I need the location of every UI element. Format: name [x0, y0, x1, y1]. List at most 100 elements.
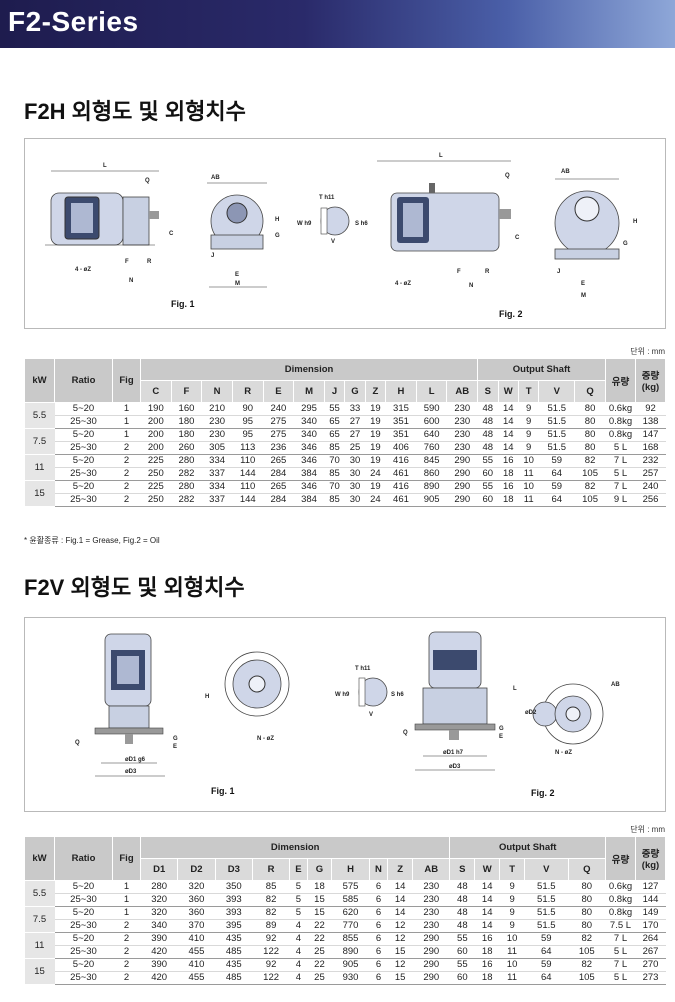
dim-cell-n: 230 [201, 428, 233, 442]
dim-cell-d3: 350 [215, 880, 253, 894]
dim-cell-m: 384 [293, 493, 325, 507]
oil-cell: 7 L [605, 958, 636, 972]
dim-cell-d2: 360 [177, 906, 216, 920]
fig-cell: 1 [112, 428, 141, 442]
dim-label-n2: N [469, 283, 473, 289]
dim-label-e2: E [581, 281, 585, 287]
kw-cell: 7.5 [24, 428, 55, 455]
shaft-cell-t: 9 [518, 441, 539, 455]
dim-cell-l: 905 [416, 493, 447, 507]
dim-cell-d3: 393 [215, 906, 253, 920]
dim-cell-f: 282 [171, 467, 202, 481]
dim-cell-f: 180 [171, 415, 202, 429]
dim-cell-m: 340 [293, 428, 325, 442]
ratio-cell: 5~20 [54, 932, 113, 946]
dim-cell-z: 19 [365, 428, 386, 442]
shaft-cell-s: 48 [477, 402, 499, 416]
dim-cell-z: 12 [387, 919, 413, 933]
col-d3: D3 [214, 858, 253, 881]
dim-cell-d3: 435 [215, 932, 253, 946]
shaft-cell-v: 64 [524, 945, 569, 959]
dim-cell-ab: 290 [446, 480, 478, 494]
dim-cell-c: 200 [140, 441, 172, 455]
dim-cell-z: 19 [365, 480, 386, 494]
dim-cell-h: 406 [385, 441, 417, 455]
fig-cell: 2 [112, 958, 141, 972]
oil-cell: 9 L [605, 493, 636, 507]
weight-cell: 149 [635, 906, 666, 920]
shaft-cell-v: 51.5 [524, 880, 569, 894]
col-fig: Fig [112, 836, 141, 881]
dim-cell-ab: 230 [446, 402, 478, 416]
shaft-cell-s: 48 [449, 880, 475, 894]
dim-cell-d1: 340 [140, 919, 178, 933]
dim-cell-ab: 290 [446, 493, 478, 507]
shaft-cell-w: 18 [498, 467, 519, 481]
shaft-cell-q: 82 [568, 958, 606, 972]
dim-cell-n: 210 [201, 402, 233, 416]
dim-label-c2: C [515, 235, 520, 241]
ratio-cell: 5~20 [54, 428, 113, 442]
fig-cell: 2 [112, 919, 141, 933]
dim-cell-h: 315 [385, 402, 417, 416]
shaft-cell-q: 82 [574, 454, 606, 468]
dim-cell-f: 280 [171, 480, 202, 494]
dim-cell-n: 337 [201, 493, 233, 507]
ratio-cell: 25~30 [54, 493, 113, 507]
weight-cell: 264 [635, 932, 666, 946]
dim-cell-g: 15 [307, 906, 332, 920]
dim-label-ab2: AB [561, 169, 570, 175]
dim-label-d1g6: øD1 g6 [125, 757, 146, 763]
dim-cell-g: 27 [344, 415, 366, 429]
dim-cell-ab: 290 [412, 958, 450, 972]
dim-cell-z: 19 [365, 441, 386, 455]
dim-label-t: T h11 [319, 195, 335, 201]
weight-cell: 257 [635, 467, 666, 481]
dim-cell-z: 19 [365, 454, 386, 468]
dim-cell-h: 575 [331, 880, 370, 894]
dim-cell-d1: 390 [140, 932, 178, 946]
shaft-cell-w: 16 [498, 454, 519, 468]
col-d1: D1 [139, 858, 179, 881]
dim-cell-c: 250 [140, 467, 172, 481]
shaft-cell-w: 14 [498, 428, 519, 442]
dim-cell-d2: 455 [177, 945, 216, 959]
ratio-cell: 5~20 [54, 958, 113, 972]
dim-label-j: J [211, 253, 214, 259]
fig-cell: 2 [112, 441, 141, 455]
shaft-cell-q: 105 [574, 467, 606, 481]
kw-cell: 15 [24, 480, 55, 507]
weight-cell: 144 [635, 893, 666, 907]
dim-label-g-v1: G [173, 736, 178, 742]
dim-label-e-v2: E [499, 734, 503, 740]
shaft-cell-t: 9 [518, 402, 539, 416]
shaft-cell-q: 80 [574, 441, 606, 455]
oil-cell: 0.6kg [605, 402, 636, 416]
dim-cell-g: 30 [344, 467, 366, 481]
oil-cell: 7 L [605, 480, 636, 494]
shaft-cell-t: 10 [499, 932, 525, 946]
col-t: T [517, 380, 540, 403]
kw-cell: 7.5 [24, 906, 55, 933]
col-oil: 유량 [605, 358, 636, 403]
col-oil: 유량 [605, 836, 636, 881]
dim-cell-c: 200 [140, 415, 172, 429]
col-ratio: Ratio [54, 836, 113, 881]
shaft-cell-v: 64 [538, 493, 575, 507]
dim-cell-c: 225 [140, 454, 172, 468]
f2h-dimension-table: kW Ratio Fig Dimension Output Shaft 유량 중… [24, 358, 666, 507]
col-ab: AB [412, 858, 451, 881]
f2h-fig2-end-view: AB H G E M J [554, 169, 637, 299]
dim-label-e: E [235, 272, 239, 278]
dim-cell-g: 30 [344, 454, 366, 468]
dim-cell-n: 6 [369, 958, 388, 972]
shaft-cell-t: 11 [518, 493, 539, 507]
dim-cell-n: 6 [369, 919, 388, 933]
shaft-cell-v: 51.5 [538, 428, 575, 442]
col-e: E [289, 858, 308, 881]
dim-cell-g: 30 [344, 493, 366, 507]
dim-label-e-v1: E [173, 744, 177, 750]
